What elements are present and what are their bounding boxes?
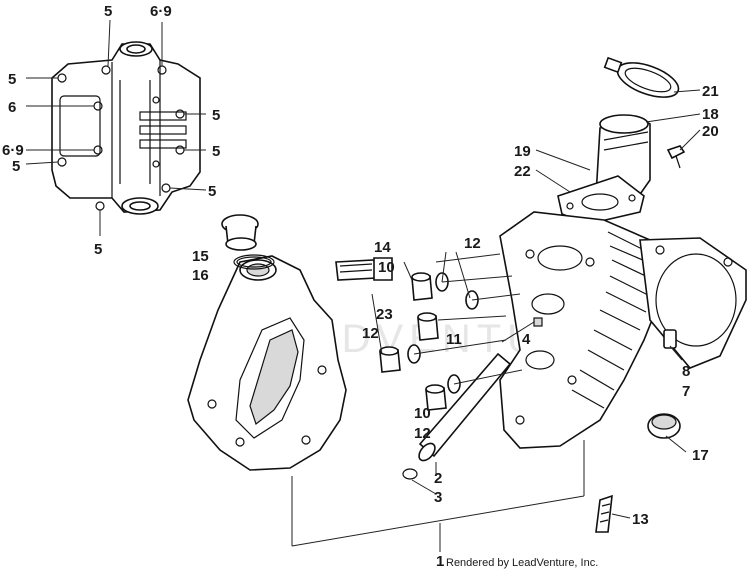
callout-13: 13 (632, 511, 649, 528)
intake-gasket-plate (557, 175, 645, 225)
callout-5-right-upper: 5 (212, 107, 220, 124)
callout-12-middle: 12 (362, 325, 379, 342)
callout-20: 20 (702, 123, 719, 140)
callout-3: 3 (434, 489, 442, 506)
callout-6-9-top: 6·9 (150, 3, 172, 20)
callout-5-right-middle: 5 (212, 143, 220, 160)
leader-lines-intake (535, 89, 701, 193)
callout-5-left-lower: 5 (12, 158, 20, 175)
callout-4: 4 (522, 331, 531, 348)
credit-text: Rendered by LeadVenture, Inc. (446, 557, 598, 569)
callout-21: 21 (702, 83, 719, 100)
cylinder-head-main (499, 211, 667, 449)
callout-6-9-left: 6·9 (2, 142, 24, 159)
leader-lines-top-left (25, 19, 207, 236)
callout-5-left-upper: 5 (8, 71, 16, 88)
cap-plug (647, 413, 681, 439)
callout-12-lower: 12 (414, 425, 431, 442)
callout-5-bottom: 5 (94, 241, 102, 258)
callout-12-upper: 12 (464, 235, 481, 252)
callout-2: 2 (434, 470, 442, 487)
acorn-nut (417, 312, 439, 341)
head-gasket (639, 237, 747, 369)
cylinder-head-top-view (51, 41, 201, 215)
cap-nut-lower (425, 384, 447, 411)
callout-16: 16 (192, 267, 209, 284)
timing-plug-o-ring (402, 468, 418, 480)
leader-lines-main (291, 251, 687, 552)
callout-10-lower: 10 (414, 405, 431, 422)
callout-10-upper: 10 (378, 259, 395, 276)
intake-bolt (666, 145, 686, 169)
callout-15: 15 (192, 248, 209, 265)
callout-5-right-lower: 5 (208, 183, 216, 200)
callout-18: 18 (702, 106, 719, 123)
callout-23: 23 (376, 306, 393, 323)
oil-filler-cap (221, 214, 259, 251)
callout-7: 7 (682, 383, 690, 400)
stud (595, 494, 613, 533)
callout-19: 19 (514, 143, 531, 160)
callout-labels: 5 6·9 5 6 5 6·9 5 5 5 5 21 18 20 19 22 1… (2, 3, 719, 570)
valve-cover (187, 255, 347, 471)
callout-8: 8 (682, 363, 690, 380)
timing-plug (418, 352, 512, 462)
callout-1: 1 (436, 553, 444, 570)
washers (407, 272, 479, 394)
filler-cap-o-ring (233, 254, 275, 270)
cap-nut-middle (379, 346, 401, 373)
callout-17: 17 (692, 447, 709, 464)
cap-nut-upper (411, 272, 433, 301)
dowel-pin (663, 329, 677, 349)
intake-clamp (603, 56, 680, 98)
callout-22: 22 (514, 163, 531, 180)
callout-6-left: 6 (8, 99, 16, 116)
callout-11: 11 (446, 331, 462, 348)
callout-5-top-left: 5 (104, 3, 112, 20)
spark-plug (335, 257, 393, 281)
callout-14: 14 (374, 239, 391, 256)
